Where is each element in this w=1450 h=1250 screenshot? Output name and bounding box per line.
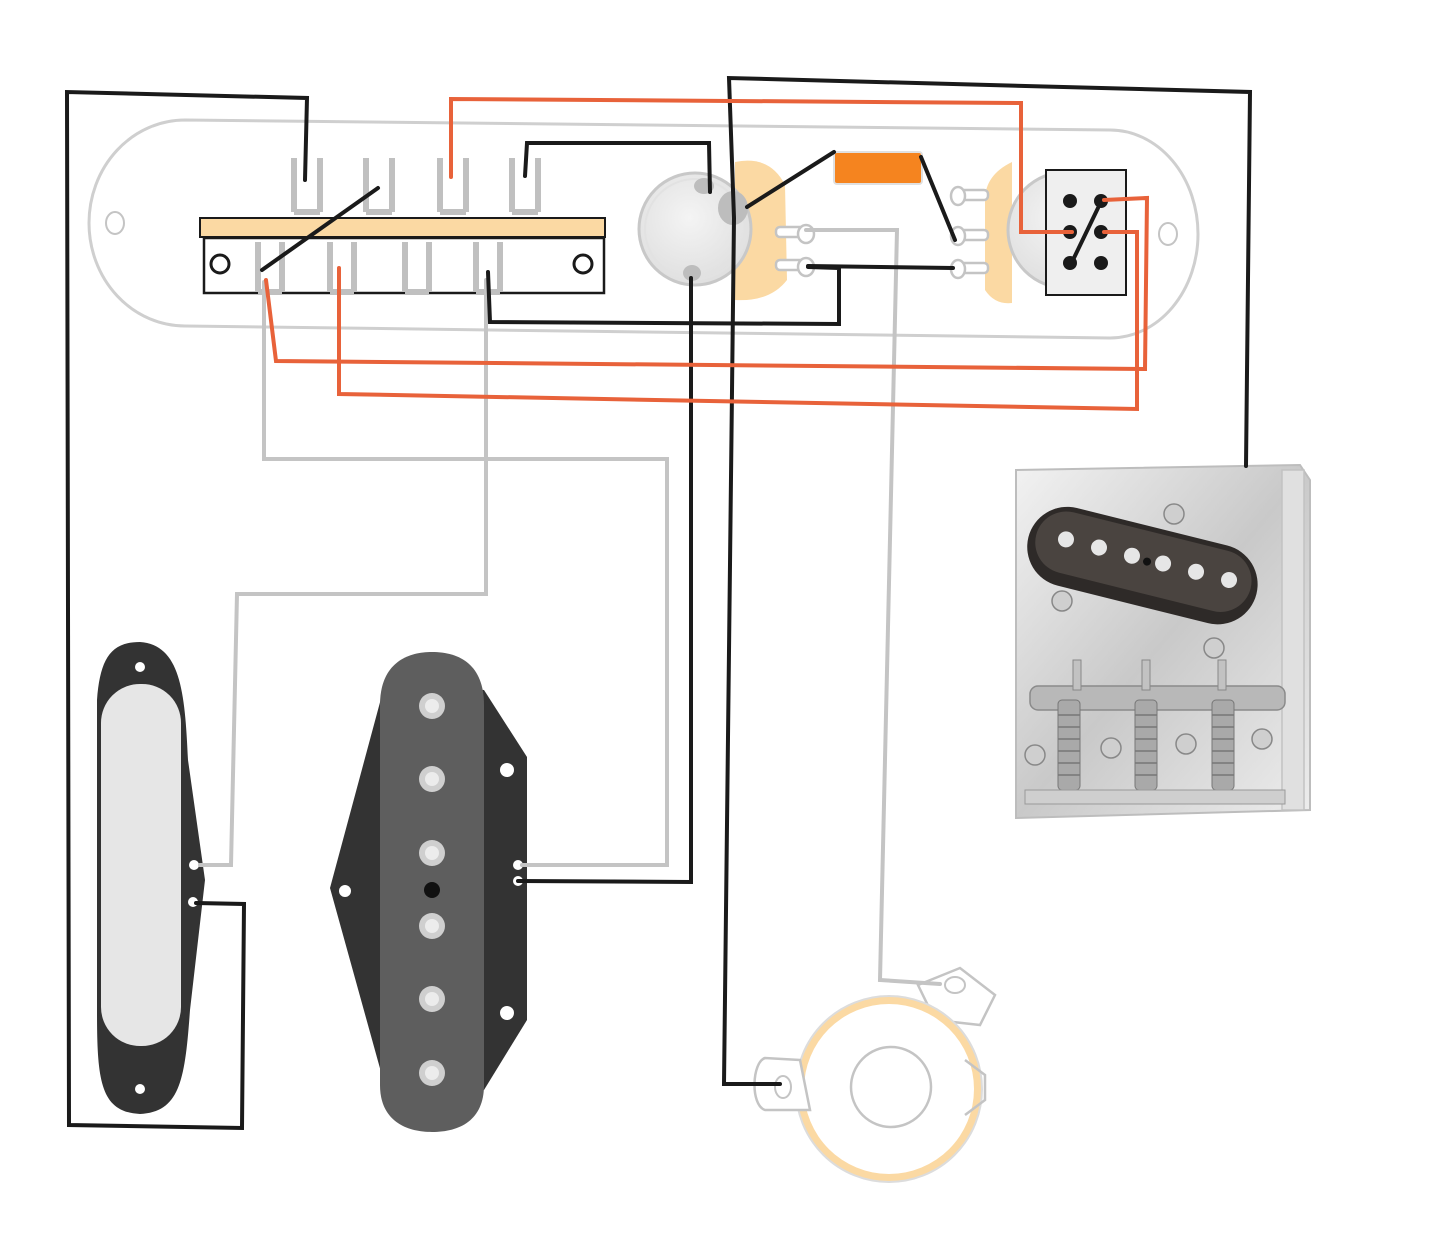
- wires-red: [264, 96, 1150, 412]
- neck-pickup: [97, 642, 205, 1114]
- switch-blade-bar: [199, 217, 606, 238]
- switch-mount-hole-left: [209, 253, 231, 275]
- wire-red-switch-to-dpdt-lug-b: [337, 230, 1139, 412]
- wires-black: [64, 75, 1253, 1131]
- bridge-plate: [1015, 463, 1311, 820]
- neck-pickup-screw-top: [135, 662, 145, 672]
- switch-lugs-top: [291, 158, 541, 215]
- wire-black-volume-to-capacitor: [745, 150, 836, 209]
- bridge-pickup-screw-bottom: [500, 1006, 514, 1020]
- tone-capacitor: [833, 151, 923, 185]
- neck-pickup-cover: [99, 682, 183, 1048]
- bridge-saddles: [1024, 659, 1286, 805]
- plate-screw-hole-left: [105, 211, 125, 235]
- control-plate-outline: [87, 118, 1200, 340]
- volume-pot: [637, 160, 816, 301]
- neck-pickup-terminal-1: [189, 860, 199, 870]
- neck-pickup-screw-bottom: [135, 1084, 145, 1094]
- output-jack-socket: [849, 1045, 933, 1129]
- wire-black-ground-bus: [64, 89, 310, 1131]
- volume-pot-solder-bottom: [683, 265, 701, 281]
- wire-black-switch-to-volume: [523, 141, 712, 194]
- output-jack: [753, 966, 997, 1183]
- switch-mount-hole-right: [572, 253, 594, 275]
- bridge-pickup-terminal-1: [513, 860, 523, 870]
- plate-screw-hole-right: [1158, 222, 1178, 246]
- wire-gray-neck-pickup-to-switch: [198, 278, 488, 867]
- wire-black-dpdt-jumper: [1070, 206, 1100, 264]
- wire-black-bridge-pickup-to-volume: [516, 276, 693, 885]
- bridge-screws: [1024, 503, 1273, 766]
- wire-gray-bridge-pickup-to-switch: [262, 280, 669, 867]
- wire-black-switch-jumper: [260, 186, 380, 272]
- wire-red-switch-to-dpdt: [449, 96, 1074, 234]
- bridge-pickup-pole-pieces: [419, 693, 445, 1086]
- bridge-pickup-screw-left: [339, 885, 351, 897]
- wire-gray-volume-to-jack: [804, 228, 942, 986]
- bridge-pickup: [330, 652, 527, 1132]
- wire-black-capacitor-to-tone: [919, 155, 957, 242]
- wire-black-volume-to-tone: [806, 264, 955, 270]
- bridge-pickup-screw-top: [500, 763, 514, 777]
- tone-pot-body: [985, 162, 1012, 304]
- wire-red-switch-to-dpdt-lug-a: [264, 195, 1150, 372]
- wire-black-jack-to-bridge-ground: [721, 75, 1253, 1086]
- bridge-plate-side-wall: [1281, 469, 1305, 811]
- wires-gray: [198, 228, 942, 986]
- bridge-mounted-pickup: [1027, 506, 1258, 625]
- tone-pot-lugs: [949, 185, 990, 280]
- control-plate: [87, 118, 1200, 340]
- volume-pot-body: [735, 160, 787, 301]
- selector-switch: [199, 158, 606, 295]
